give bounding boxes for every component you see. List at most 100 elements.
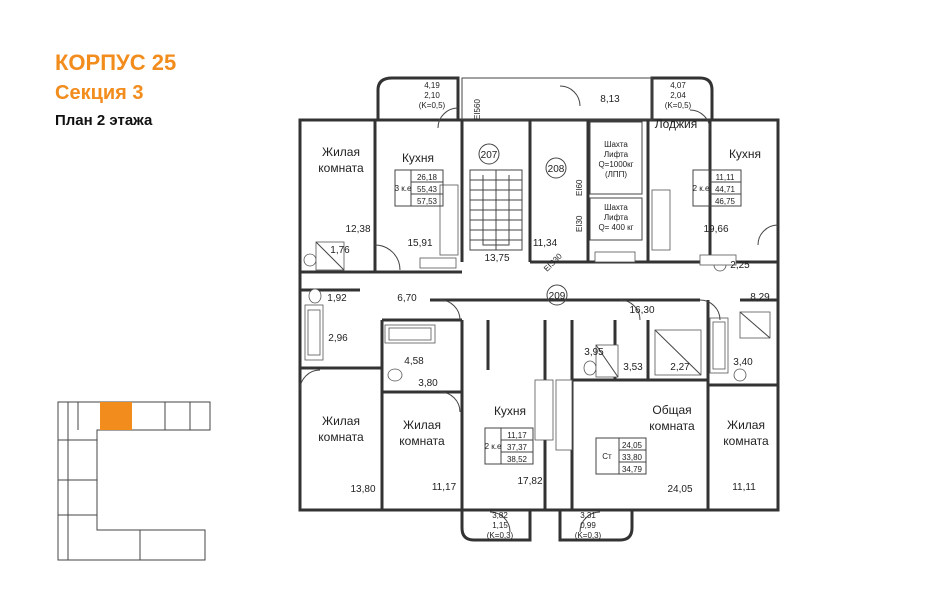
elevator-small-2: Лифта [604, 213, 629, 222]
area-353: 3,53 [623, 362, 643, 373]
balcony-tl-2: 2,10 [424, 91, 440, 100]
apt3-total: 55,43 [417, 185, 438, 194]
apt-info-studio: Ст 24,05 33,80 34,79 [595, 437, 647, 475]
area-1134: 11,34 [533, 238, 558, 249]
balcony-bl-3: (K=0,3) [487, 531, 514, 540]
balcony-bl-2: 1,15 [492, 521, 508, 530]
room-label-common-1: Общая [652, 403, 691, 417]
area-192: 1,92 [327, 293, 347, 304]
area-340: 3,40 [733, 357, 753, 368]
apt2b-type: 2 к.е [485, 442, 502, 451]
balcony-tr-2: 2,04 [670, 91, 686, 100]
elevator-shafts [589, 121, 643, 241]
room-label-living-br-2: комната [723, 434, 769, 448]
area-1630: 16,30 [629, 305, 654, 316]
apt2b-full: 38,52 [507, 455, 528, 464]
area-829: 8,29 [750, 292, 770, 303]
apt3-type: 3 к.е [395, 184, 412, 193]
room-label-living-tl-2: комната [318, 161, 364, 175]
room-label-living-bl2-2: комната [399, 434, 445, 448]
balcony-br-3: (K=0,3) [575, 531, 602, 540]
balcony-bl-1: 3,82 [492, 511, 508, 520]
fire-ei30: EI30 [575, 215, 584, 232]
area-1380: 13,80 [350, 484, 375, 495]
marker-207: 207 [481, 150, 498, 161]
room-label-kitchen-tr: Кухня [729, 147, 761, 161]
apt-info-2room-b: 2 к.е 11,17 37,37 38,52 [484, 427, 534, 465]
elevator-small-1: Шахта [604, 203, 628, 212]
studio-total: 33,80 [622, 453, 643, 462]
apt2a-total: 44,71 [715, 185, 736, 194]
marker-209: 209 [549, 291, 566, 302]
balcony-tl-1: 4,19 [424, 81, 440, 90]
area-1782: 17,82 [517, 476, 542, 487]
room-label-loggia: Лоджия [655, 117, 698, 131]
fire-ei60: EI60 [575, 179, 584, 196]
apt2b-living: 11,17 [507, 431, 527, 440]
key-plan-highlight [100, 402, 132, 430]
exterior-walls [298, 76, 780, 542]
studio-living: 24,05 [622, 441, 643, 450]
area-380: 3,80 [418, 378, 438, 389]
building-title: КОРПУС 25 [55, 50, 177, 75]
elevator-small-3: Q= 400 кг [598, 223, 633, 232]
balcony-tr-3: (K=0,5) [665, 101, 692, 110]
area-813: 8,13 [600, 94, 620, 105]
fire-ei560: EI560 [473, 99, 482, 120]
balcony-br-2: 0,99 [580, 521, 596, 530]
area-1375: 13,75 [484, 253, 509, 264]
room-label-living-br-1: Жилая [727, 418, 765, 432]
apt3-full: 57,53 [417, 197, 438, 206]
balcony-areas: 4,19 2,10 (K=0,5) 4,07 2,04 (K=0,5) 3,82… [419, 81, 692, 540]
elevator-big-2: Лифта [604, 150, 629, 159]
area-2405: 24,05 [667, 484, 692, 495]
interior-walls [300, 120, 778, 510]
room-label-living-bl2-1: Жилая [403, 418, 441, 432]
room-label-living-bl-2: комната [318, 430, 364, 444]
balcony-br-1: 3,31 [580, 511, 596, 520]
studio-type: Ст [602, 452, 612, 461]
elevator-big-3: Q=1000кг [598, 160, 633, 169]
room-label-kitchen-tl: Кухня [402, 151, 434, 165]
area-176: 1,76 [330, 245, 350, 256]
apt-info-3room: 3 к.е 26,18 55,43 57,53 [394, 169, 444, 207]
fixtures [303, 184, 771, 451]
elevator-big-1: Шахта [604, 140, 628, 149]
area-296: 2,96 [328, 333, 348, 344]
balcony-tr-1: 4,07 [670, 81, 686, 90]
area-227: 2,27 [670, 362, 690, 373]
balcony-tl-3: (K=0,5) [419, 101, 446, 110]
apt3-living: 26,18 [417, 173, 438, 182]
apt2a-full: 46,75 [715, 197, 736, 206]
floor-plan-title: План 2 этажа [55, 112, 153, 129]
area-1238: 12,38 [345, 224, 370, 235]
apt-info-2room-a: 2 к.е 11,11 44,71 46,75 [692, 169, 742, 207]
area-1591: 15,91 [407, 238, 432, 249]
room-label-kitchen-bc: Кухня [494, 404, 526, 418]
stairwell [469, 169, 523, 251]
apt2b-total: 37,37 [507, 443, 528, 452]
area-1117: 11,17 [432, 482, 457, 493]
area-395: 3,95 [584, 347, 604, 358]
area-225: 2,25 [730, 260, 750, 271]
room-areas: 12,38 15,91 13,75 11,34 19,66 1,76 1,92 … [327, 94, 770, 495]
apartment-info: 3 к.е 26,18 55,43 57,53 2 к.е 11,11 44,7… [394, 169, 742, 475]
area-1966: 19,66 [703, 224, 728, 235]
marker-208: 208 [548, 164, 565, 175]
elevator-labels: Шахта Лифта Q=1000кг (ЛПП) Шахта Лифта Q… [598, 140, 633, 232]
section-title: Секция 3 [55, 82, 144, 104]
area-458: 4,58 [404, 356, 424, 367]
room-number-markers: 207 208 209 [478, 143, 568, 306]
apt2a-type: 2 к.е [693, 184, 710, 193]
doors [299, 85, 779, 533]
room-label-living-tl-1: Жилая [322, 145, 360, 159]
elevator-big-4: (ЛПП) [605, 170, 627, 179]
studio-full: 34,79 [622, 465, 643, 474]
room-labels: Жилая комната Кухня Кухня Лоджия Жилая к… [318, 117, 769, 448]
apt2a-living: 11,11 [716, 173, 735, 182]
room-label-common-2: комната [649, 419, 695, 433]
room-label-living-bl-1: Жилая [322, 414, 360, 428]
area-670: 6,70 [397, 293, 417, 304]
key-plan [57, 401, 211, 561]
